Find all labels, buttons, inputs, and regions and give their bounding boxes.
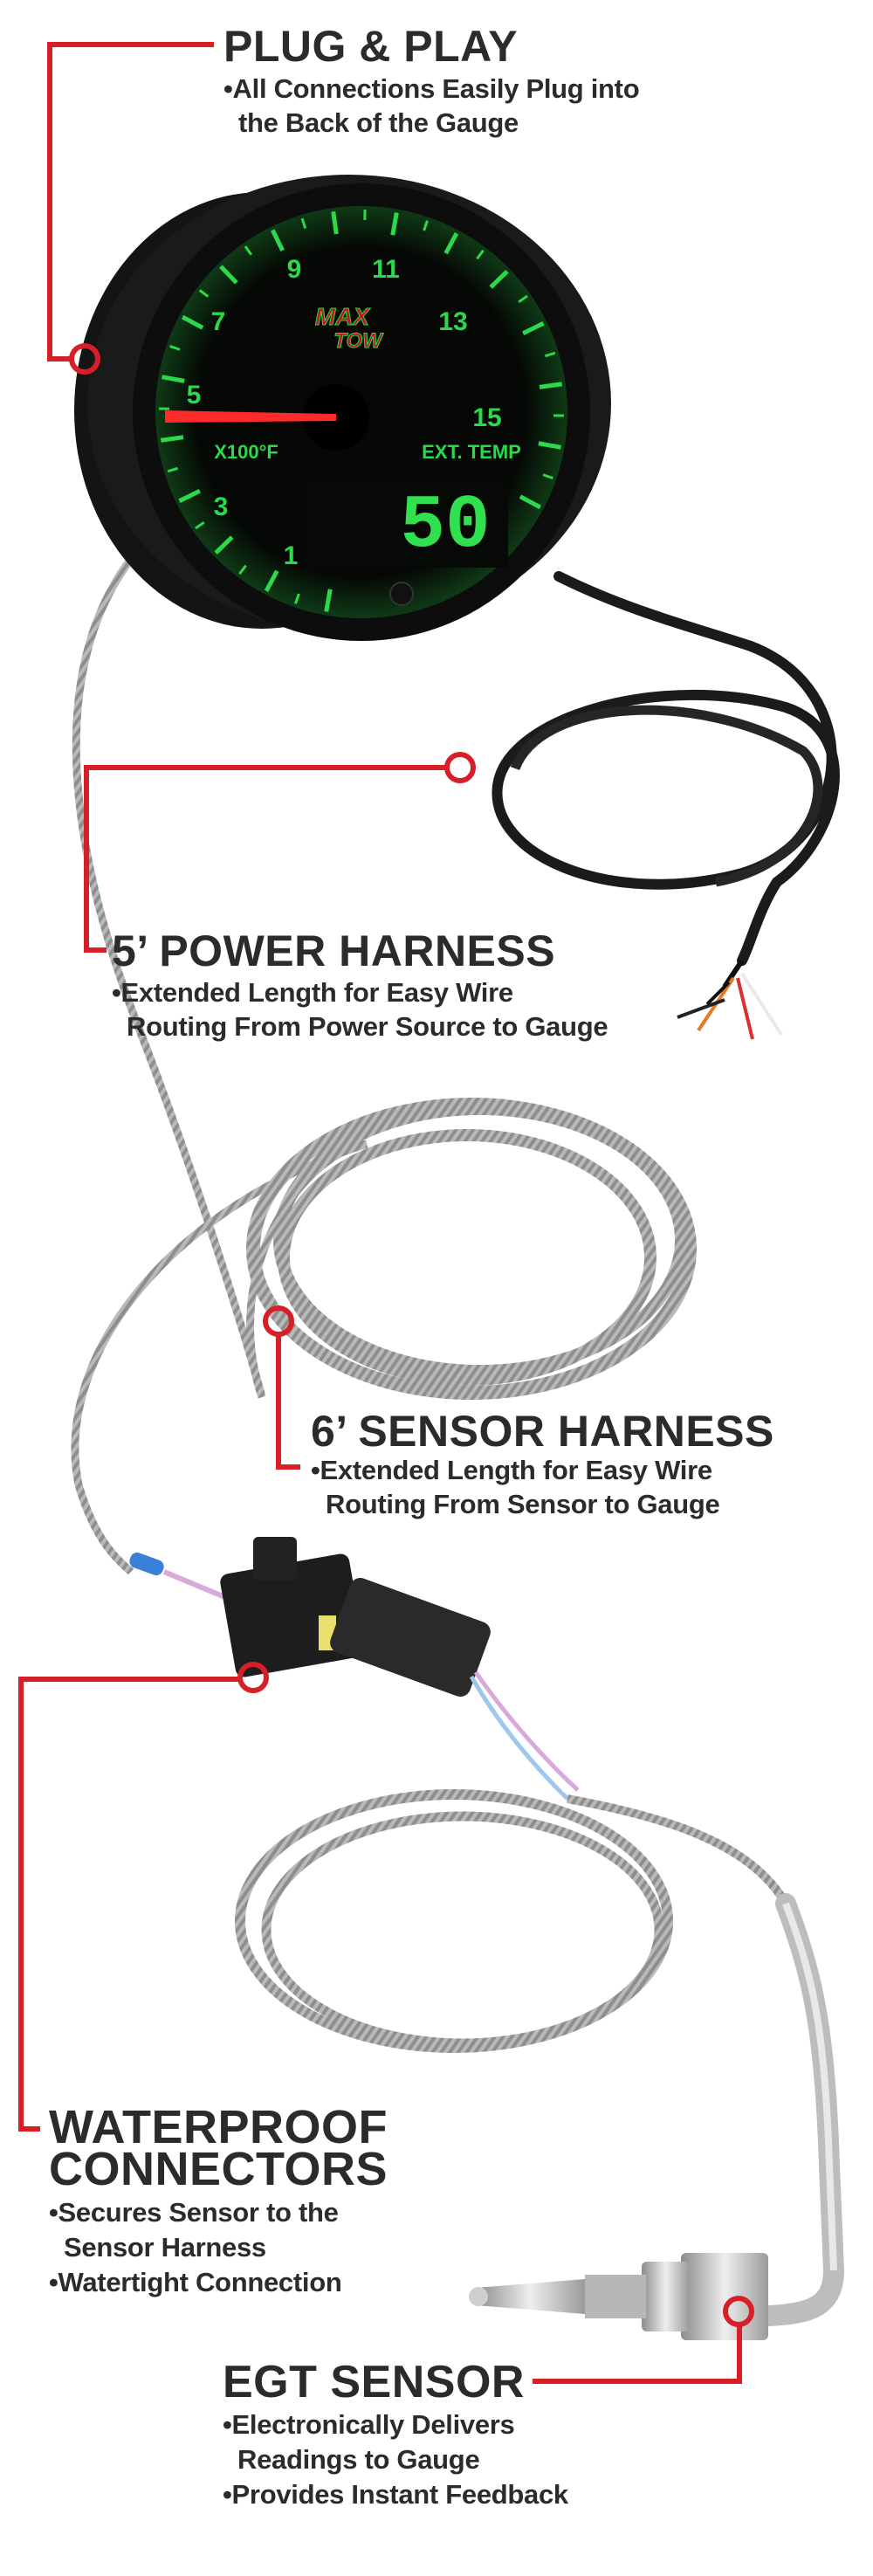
gauge-number-15: 15	[472, 403, 501, 432]
sensor-callout-line	[276, 1334, 300, 1470]
bullet-line: Readings to Gauge	[237, 2444, 480, 2475]
gauge-tick	[390, 212, 399, 236]
gauge-tick	[238, 564, 247, 575]
gauge-tick	[423, 220, 429, 231]
plug-and-play-bullets: •All Connections Easily Plug into the Ba…	[223, 72, 640, 140]
gauge-number-9: 9	[287, 255, 302, 284]
bullet-line: the Back of the Gauge	[238, 107, 519, 138]
waterproof-callout-marker	[237, 1662, 269, 1693]
gauge-tick	[294, 593, 300, 604]
gauge-number-3: 3	[214, 492, 229, 521]
bullet-line: •Watertight Connection	[49, 2267, 342, 2297]
gauge-tick	[271, 229, 285, 251]
egt-callout-line	[533, 2325, 742, 2384]
gauge-button[interactable]	[389, 582, 414, 606]
gauge-tick	[476, 249, 485, 260]
gauge-tick	[542, 473, 553, 479]
gauge: 9 11 7 13 15 3 1 X100°F EXT. TEMP MAX TO…	[74, 175, 611, 641]
waterproof-connector	[220, 1537, 580, 1801]
gauge-tick	[214, 535, 234, 554]
title-line: CONNECTORS	[49, 2143, 388, 2195]
sensor-harness-bullets: •Extended Length for Easy Wire Routing F…	[311, 1453, 720, 1521]
gauge-number-5: 5	[187, 381, 202, 410]
gauge-number-11: 11	[372, 255, 400, 284]
bullet-line: •Extended Length for Easy Wire	[311, 1455, 712, 1485]
gauge-tick	[219, 265, 238, 285]
gauge-label: EXT. TEMP	[422, 441, 521, 463]
gauge-tick	[518, 294, 528, 304]
sensor-callout-marker	[263, 1305, 294, 1337]
waterproof-callout-line	[18, 1677, 240, 2132]
power-callout-marker	[444, 752, 476, 783]
gauge-tick	[160, 435, 184, 443]
gauge-number-7: 7	[211, 307, 226, 336]
sensor-harness-cable	[71, 556, 697, 1601]
gauge-tick	[544, 351, 556, 358]
bullet-line: •Provides Instant Feedback	[223, 2479, 568, 2510]
gauge-unit: X100°F	[214, 441, 278, 463]
egt-sensor	[235, 1789, 845, 2340]
bullet-line: •Secures Sensor to the	[49, 2197, 339, 2228]
egt-sensor-title: EGT SENSOR	[223, 2357, 525, 2407]
power-harness-cable	[491, 571, 840, 1040]
gauge-tick	[300, 217, 307, 230]
gauge-number-13: 13	[438, 307, 467, 336]
plug-and-play-title: PLUG & PLAY	[223, 22, 519, 71]
gauge-tick	[178, 489, 201, 503]
digital-readout: 50	[400, 483, 490, 568]
bullet-line: Routing From Power Source to Gauge	[127, 1011, 608, 1042]
gauge-tick	[195, 520, 205, 530]
brand-logo-bottom: TOW	[333, 329, 384, 353]
callout-lines	[18, 42, 754, 2384]
waterproof-connectors-bullets: •Secures Sensor to the Sensor Harness •W…	[49, 2195, 342, 2300]
gauge-tick	[519, 494, 542, 510]
egt-callout-marker	[723, 2296, 754, 2327]
gauge-tick	[539, 382, 563, 389]
gauge-tick	[162, 375, 185, 383]
plug-callout-marker	[69, 343, 100, 375]
gauge-tick	[169, 345, 181, 351]
gauge-number-1: 1	[284, 541, 299, 570]
bullet-line: •Electronically Delivers	[223, 2409, 515, 2440]
bullet-line: Sensor Harness	[64, 2232, 266, 2263]
bullet-line: •Extended Length for Easy Wire	[112, 977, 513, 1008]
sensor-harness-title: 6’ SENSOR HARNESS	[311, 1407, 774, 1456]
gauge-tick	[489, 270, 509, 289]
plug-callout-line	[47, 42, 214, 362]
gauge-tick	[181, 314, 204, 330]
gauge-tick	[324, 589, 333, 612]
gauge-tick	[443, 231, 459, 255]
bullet-line: Routing From Sensor to Gauge	[326, 1489, 720, 1519]
title-line: WATERPROOF	[49, 2101, 388, 2153]
gauge-tick	[244, 245, 253, 256]
blue-crimp	[129, 1552, 164, 1576]
gauge-tick	[264, 569, 279, 593]
egt-sensor-bullets: •Electronically Delivers Readings to Gau…	[223, 2407, 568, 2512]
gauge-tick	[522, 321, 545, 335]
gauge-tick	[331, 210, 339, 235]
gauge-tick	[538, 441, 561, 450]
brand-logo-top: MAX	[315, 303, 372, 330]
gauge-needle	[165, 410, 336, 423]
power-harness-bullets: •Extended Length for Easy Wire Routing F…	[112, 975, 608, 1043]
gauge-ticks	[159, 210, 564, 612]
power-callout-line	[84, 765, 447, 953]
bullet-line: •All Connections Easily Plug into	[223, 73, 640, 104]
gauge-tick	[167, 466, 179, 473]
power-harness-title: 5’ POWER HARNESS	[112, 926, 556, 975]
waterproof-connectors-title: WATERPROOF CONNECTORS	[49, 2101, 388, 2195]
gauge-tick	[198, 289, 210, 298]
